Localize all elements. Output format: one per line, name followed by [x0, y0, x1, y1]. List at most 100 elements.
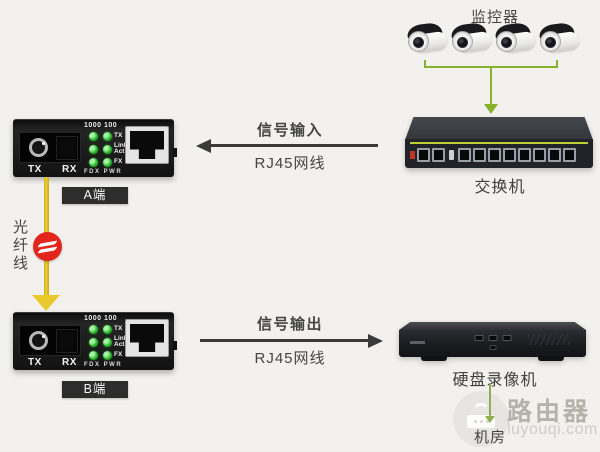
fiber-arrowhead-icon: [32, 295, 60, 311]
camera-lens-icon: [457, 37, 468, 48]
tx-label: TX: [28, 357, 42, 368]
bracket-tick-right: [556, 60, 558, 68]
dvr-button-icon: [488, 335, 497, 341]
dvr-button-icon: [502, 335, 511, 341]
led-indicator: [103, 158, 112, 167]
led-link-act-label: Link Act: [114, 142, 128, 155]
led-fx-label: FX: [114, 351, 123, 358]
dvr-button-icon: [474, 335, 483, 341]
signal-out-cable: RJ45网线: [254, 350, 326, 367]
fiber-port-pin: [42, 142, 45, 145]
dvr-vent: [528, 334, 570, 345]
cctv-camera-icon: [450, 20, 493, 64]
router-dot: [473, 420, 477, 423]
rj45-port-icon: [473, 148, 486, 162]
bracket-tick-left: [424, 60, 426, 68]
watermark-site: luyouqi.com: [507, 421, 598, 438]
dvr-buttons: [474, 335, 511, 341]
right-arrowhead-icon: [368, 334, 383, 348]
fiber-tx-port-icon: [29, 138, 48, 157]
fdx-pwr-label: FDX PWR: [84, 362, 123, 368]
watermark-brand: 路由器: [507, 398, 592, 426]
rx-label: RX: [62, 164, 77, 175]
fiber-splice-icon: [33, 232, 62, 261]
rj45-port-icon: [488, 148, 501, 162]
side-nub: [173, 148, 177, 157]
room-label: 机房: [473, 429, 506, 446]
wifi-arc-icon: [472, 403, 490, 421]
green-arrowhead-icon: [484, 104, 498, 114]
signal-in-line: [207, 144, 378, 147]
slash-glyph: [37, 245, 58, 254]
led-indicator: [89, 351, 98, 360]
rj45-port-icon: [458, 148, 471, 162]
fiber-port-pin: [42, 335, 45, 338]
dvr-logo: [410, 341, 425, 344]
media-converter-a: TX RX 1000 100 TX Link Act FX FDX PWR: [13, 119, 177, 177]
led-indicator: [89, 145, 98, 154]
rj45-opening-icon: [130, 324, 164, 352]
signal-in-cable: RJ45网线: [254, 155, 326, 172]
switch-reset-button-icon: [449, 150, 454, 160]
led-indicator: [103, 338, 112, 347]
led-indicator: [103, 132, 112, 141]
speed-label: 1000 100: [84, 122, 118, 129]
led-indicator: [103, 145, 112, 154]
signal-in-title: 信号输入: [256, 122, 323, 139]
fiber-tx-port-icon: [29, 331, 48, 350]
fiber-port-recess: [19, 132, 81, 163]
tx-label: TX: [28, 164, 42, 175]
media-converter-b: TX RX 1000 100 TX Link Act FX FDX PWR: [13, 312, 177, 370]
led-indicator: [103, 325, 112, 334]
switch-label: 交换机: [474, 179, 526, 196]
fiber-rx-port-icon: [56, 136, 78, 160]
camera-row: [406, 20, 581, 64]
dvr-button-icon: [489, 345, 496, 350]
dvr-top-face: [399, 322, 586, 330]
led-tx-label: TX: [114, 132, 123, 139]
watermark-logo-circle: [453, 391, 509, 447]
switch-accent-stripe: [410, 142, 588, 144]
led-indicator: [89, 132, 98, 141]
led-indicator: [103, 351, 112, 360]
cameras-title: 监控器: [470, 9, 519, 26]
rj45-port-icon: [432, 148, 445, 162]
endpoint-a-tag: A端: [62, 187, 128, 204]
rj45-port-icon: [518, 148, 531, 162]
rj45-opening-icon: [130, 131, 164, 159]
dvr-label: 硬盘录像机: [452, 372, 538, 389]
camera-lens-icon: [413, 37, 424, 48]
rj45-port-icon: [548, 148, 561, 162]
rj45-port-icon: [417, 148, 430, 162]
dvr-to-room-line: [489, 383, 491, 416]
fdx-pwr-label: FDX PWR: [84, 169, 123, 175]
rj45-jack: [125, 319, 169, 357]
cctv-camera-icon: [538, 20, 581, 64]
led-tx-label: TX: [114, 325, 123, 332]
rj45-port-icon: [563, 148, 576, 162]
camera-lens-icon: [501, 37, 512, 48]
rx-label: RX: [62, 357, 77, 368]
left-arrowhead-icon: [196, 139, 211, 153]
camera-lens-icon: [545, 37, 556, 48]
switch-front-panel: [405, 139, 593, 168]
dvr-device: [399, 322, 586, 364]
switch-logo: [410, 151, 415, 159]
led-indicator: [89, 325, 98, 334]
fiber-port-recess: [19, 325, 81, 356]
rj45-port-icon: [503, 148, 516, 162]
switch-top-face: [405, 117, 593, 140]
speed-label: 1000 100: [84, 315, 118, 322]
rj45-jack: [125, 126, 169, 164]
signal-out-title: 信号输出: [256, 316, 323, 333]
dvr-foot: [538, 356, 564, 361]
led-fx-label: FX: [114, 158, 123, 165]
signal-out-line: [200, 339, 371, 342]
fiber-rx-port-icon: [56, 329, 78, 353]
dvr-foot: [421, 356, 447, 361]
switch-port-group-right: [458, 148, 576, 162]
led-link-act-label: Link Act: [114, 335, 128, 348]
cctv-camera-icon: [494, 20, 537, 64]
led-indicator: [89, 338, 98, 347]
